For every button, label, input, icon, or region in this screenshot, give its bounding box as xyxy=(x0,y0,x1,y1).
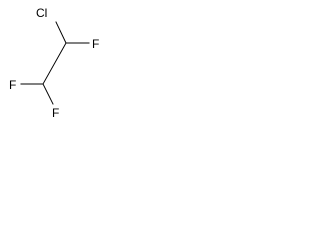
bond-c1-cl xyxy=(55,21,67,44)
bond-c1-c2 xyxy=(42,42,67,85)
atom-label-f-right: F xyxy=(92,37,99,51)
structural-formula-canvas: Cl F F F xyxy=(9,6,99,120)
atom-labels-group: Cl F F F xyxy=(9,6,99,120)
atom-label-f-bottom: F xyxy=(52,106,59,120)
atom-label-cl: Cl xyxy=(36,6,47,20)
atom-label-f-left: F xyxy=(9,78,16,92)
bond-c2-f-bottom xyxy=(42,83,54,105)
bonds-group xyxy=(20,21,90,105)
